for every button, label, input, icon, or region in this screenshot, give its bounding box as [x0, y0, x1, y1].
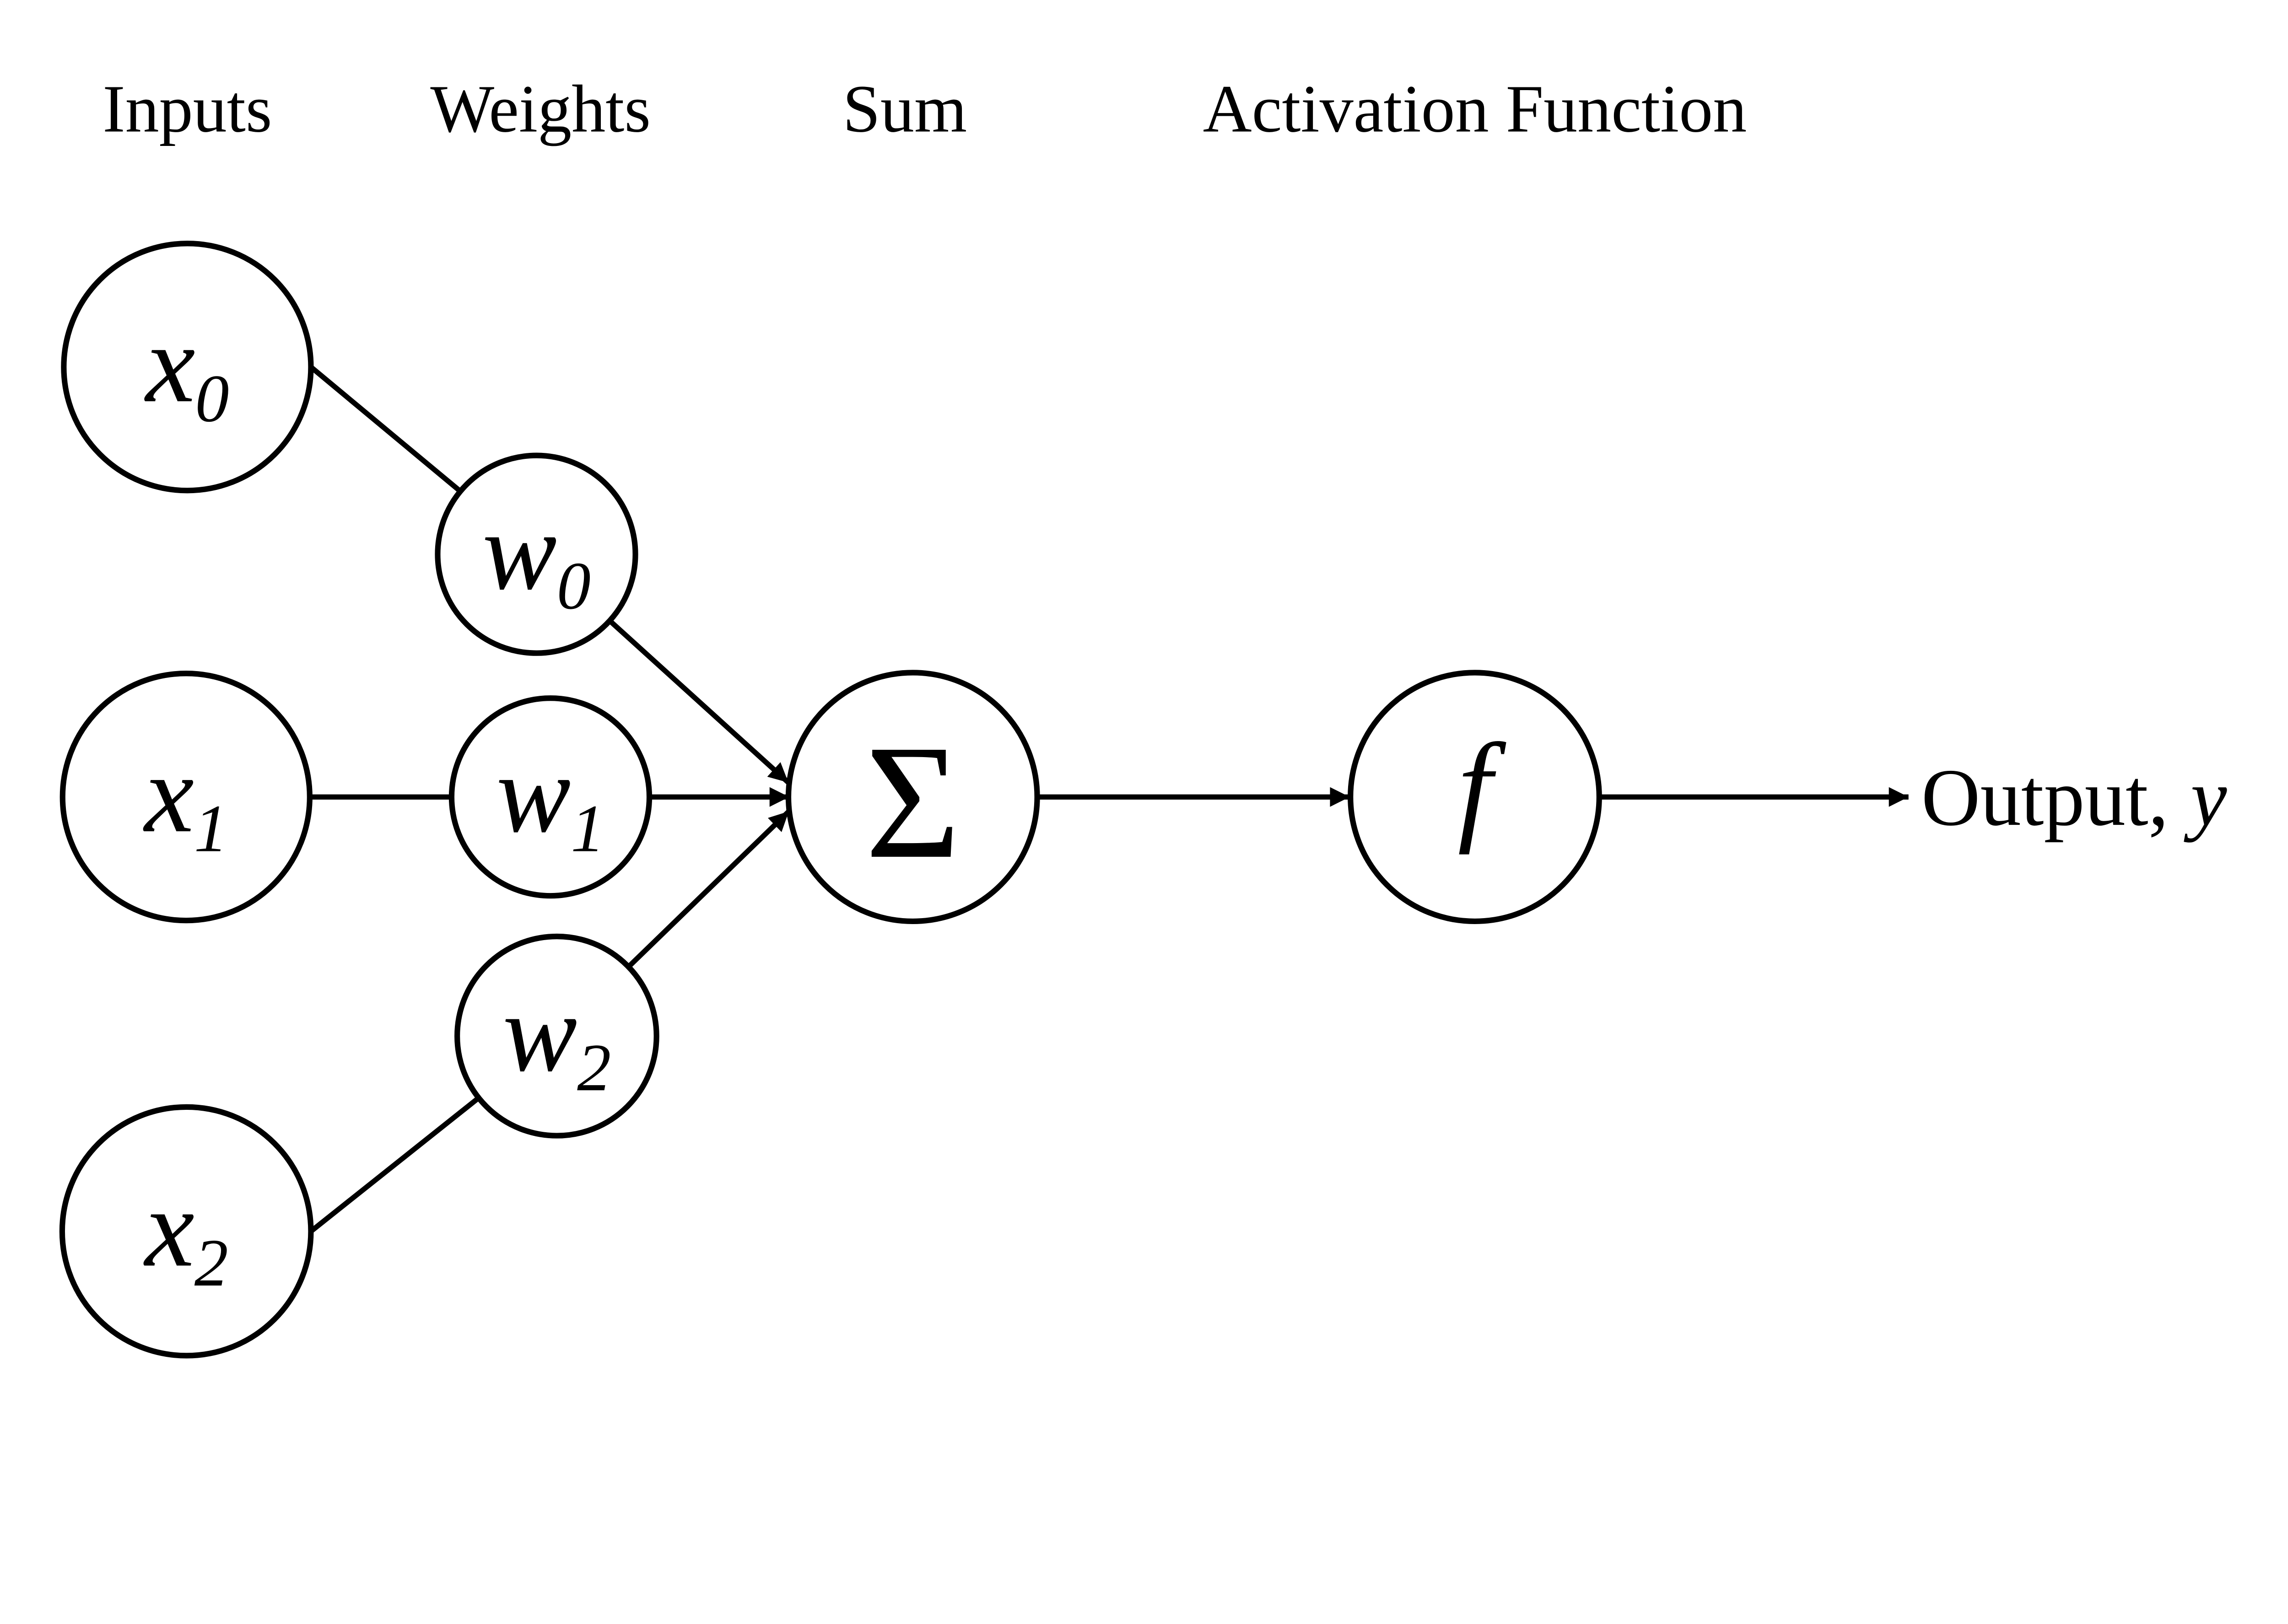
input-node-x0-circle: [61, 241, 314, 494]
input-node-x0: x0: [61, 241, 314, 494]
input-node-x1-circle: [59, 671, 313, 924]
input-node-x1: x1: [59, 671, 313, 924]
edges: [309, 365, 1909, 1234]
perceptron-diagram: Inputs Weights Sum Activation Function x…: [59, 71, 2228, 1359]
header-inputs: Inputs: [103, 71, 272, 146]
x0-base: x: [144, 302, 195, 425]
w0-subscript: 0: [557, 549, 591, 624]
column-headers: Inputs Weights Sum Activation Function: [103, 71, 1747, 146]
header-weights: Weights: [430, 71, 651, 146]
weight-node-w2-circle: [454, 933, 659, 1139]
weight-node-w2-label: w2: [503, 971, 611, 1106]
x1-base: x: [143, 732, 194, 855]
w1-subscript: 1: [571, 791, 604, 866]
input-node-x2-circle: [59, 1104, 314, 1359]
x2-subscript: 2: [194, 1226, 228, 1301]
x0-subscript: 0: [195, 361, 229, 436]
input-node-x2: x2: [59, 1104, 314, 1359]
weight-node-w1-circle: [448, 695, 653, 899]
sigma-symbol: Σ: [865, 712, 961, 893]
output-label-text: Output,: [1921, 752, 2169, 843]
weight-node-w0-circle: [435, 452, 638, 656]
input-node-x2-label: x2: [144, 1167, 228, 1301]
x2-base: x: [144, 1167, 194, 1290]
weight-node-w0: w0: [435, 452, 638, 656]
w2-base: w: [503, 971, 577, 1095]
edge-w2-sum: [626, 809, 791, 969]
input-node-x1-label: x1: [143, 732, 228, 866]
w2-subscript: 2: [577, 1030, 611, 1105]
activation-node-circle: [1348, 670, 1602, 925]
sum-node-circle: [785, 670, 1040, 925]
activation-node: f: [1348, 670, 1602, 925]
edge-x0-w0: [309, 365, 462, 494]
diagram-canvas: Inputs Weights Sum Activation Function x…: [59, 71, 2228, 1359]
weight-node-w1: w1: [448, 695, 653, 899]
edge-w0-sum: [608, 618, 790, 785]
sum-node: Σ: [785, 670, 1040, 925]
weight-node-w2: w2: [454, 933, 659, 1139]
output-label: Output,y: [1921, 752, 2228, 843]
edge-x2-w2: [309, 1096, 480, 1234]
w1-base: w: [496, 732, 571, 855]
header-sum: Sum: [843, 71, 967, 146]
weight-node-w1-label: w1: [496, 732, 605, 866]
output-variable: y: [2184, 752, 2227, 843]
weight-node-w0-label: w0: [482, 489, 591, 624]
header-activation: Activation Function: [1203, 71, 1747, 146]
x1-subscript: 1: [194, 791, 228, 866]
input-node-x0-label: x0: [144, 302, 229, 436]
w0-base: w: [482, 489, 557, 613]
